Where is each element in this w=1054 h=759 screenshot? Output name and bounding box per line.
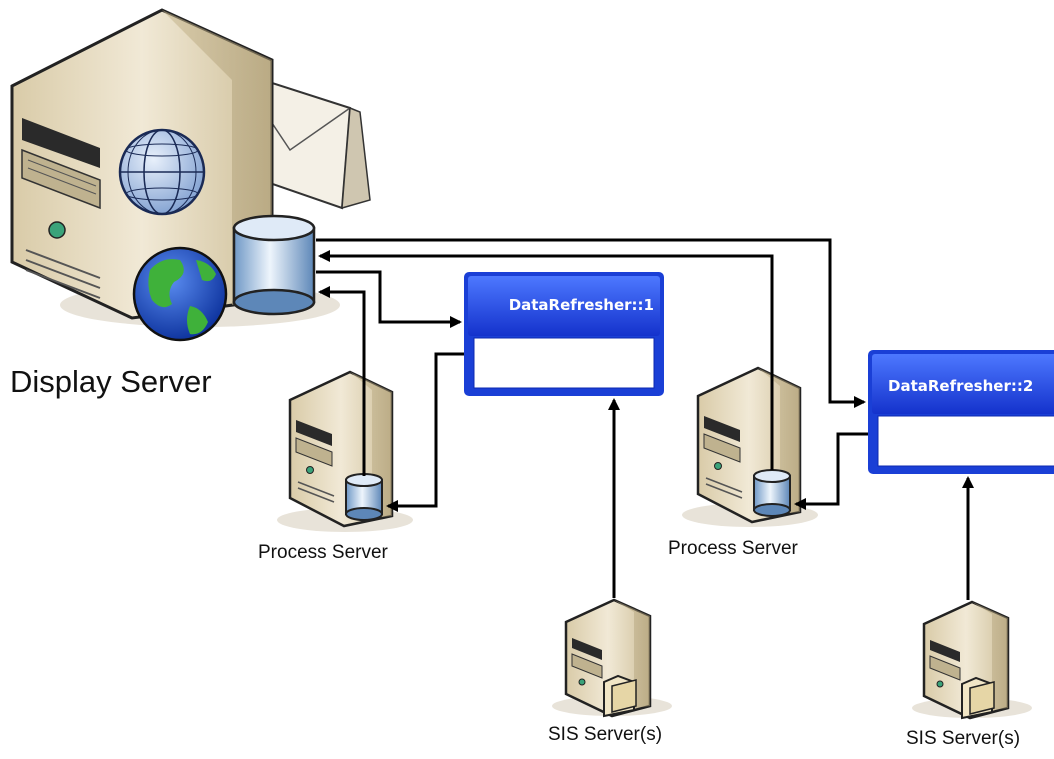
folder-icon: [603, 674, 637, 718]
connectors: [316, 238, 974, 600]
arrow-process-db-2-to-display-db: [318, 250, 774, 470]
earth-icon: [132, 246, 228, 342]
display-server-label: Display Server: [10, 364, 212, 399]
process-db-2-icon: [753, 469, 791, 517]
arrow-refresher-2-to-process-db-2: [794, 432, 868, 510]
data-refresher-2: DataRefresher::2: [868, 350, 1054, 474]
globe-icon: [118, 128, 206, 216]
database-icon: [232, 214, 316, 316]
arrow-refresher-1-to-process-db-1: [386, 352, 464, 512]
process-server-2-icon: [682, 366, 818, 527]
process-db-1-icon: [345, 473, 383, 521]
sis-server-2-icon: [912, 600, 1032, 720]
process-server-1-icon: [277, 370, 413, 532]
sis-server-1-icon: [552, 598, 672, 718]
folder-icon: [961, 676, 995, 720]
sis-server-2-label: SIS Server(s): [906, 728, 1021, 749]
data-refresher-2-title: DataRefresher::2: [888, 377, 1033, 395]
display-server-icon: [10, 8, 371, 342]
arrow-process-db-1-to-display-db: [318, 286, 366, 476]
arrow-db-to-refresher-1: [316, 270, 462, 328]
process-server-1-label: Process Server: [258, 542, 388, 563]
sis-server-1-label: SIS Server(s): [548, 724, 663, 745]
data-refresher-1-title: DataRefresher::1: [509, 296, 654, 314]
data-refresher-1: DataRefresher::1: [464, 272, 664, 396]
arrow-db-to-refresher-2: [316, 238, 866, 408]
process-server-2-label: Process Server: [668, 538, 798, 559]
